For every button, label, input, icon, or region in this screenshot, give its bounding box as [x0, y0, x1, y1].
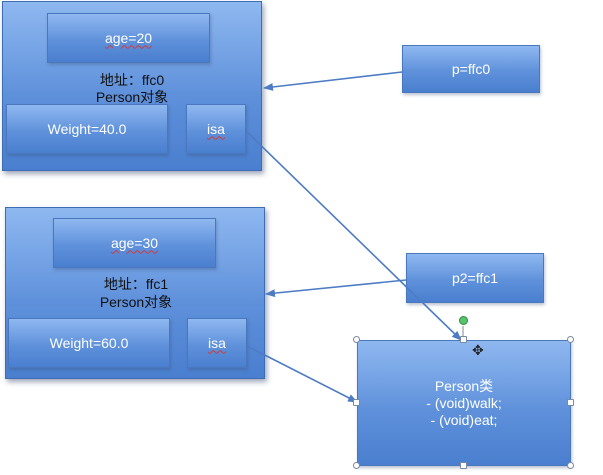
object-1-type-text: Person对象 [95, 89, 169, 105]
pointer-p2-box[interactable]: p2=ffc1 [406, 253, 544, 303]
arrow-isa-1-to-class[interactable] [245, 130, 462, 341]
resize-handle-top-right[interactable] [567, 336, 574, 343]
object-1-weight-box[interactable]: Weight=40.0 [6, 104, 168, 154]
object-1-age-box[interactable]: age=20 [47, 13, 210, 63]
object-2-age-box[interactable]: age=30 [53, 218, 216, 268]
rotation-handle[interactable] [459, 316, 468, 325]
object-2-type-text: Person对象 [99, 294, 173, 310]
resize-handle-top-left[interactable] [353, 336, 360, 343]
resize-handle-left[interactable] [353, 399, 360, 406]
object-2-age-text: age=30 [110, 234, 159, 251]
pointer-p-text: p=ffc0 [451, 60, 491, 77]
object-1-weight-text: Weight=40.0 [47, 120, 127, 137]
resize-handle-right[interactable] [567, 399, 574, 406]
resize-handle-bottom-right[interactable] [567, 462, 574, 469]
object-1-address-text: 地址：ffc0 [99, 72, 165, 88]
object-1-isa-text: isa [207, 120, 225, 137]
move-cursor-icon: ✥ [472, 342, 484, 358]
object-2-isa-text: isa [208, 334, 226, 351]
pointer-p-box[interactable]: p=ffc0 [402, 45, 540, 93]
method-walk-text: - (void)walk; [426, 394, 502, 411]
object-2-isa-box[interactable]: isa [187, 318, 247, 368]
object-2-weight-text: Weight=60.0 [49, 334, 129, 351]
class-name-text: Person类 [434, 377, 494, 394]
arrow-p-to-object-1[interactable] [263, 71, 403, 91]
person-class-box[interactable]: Person类 - (void)walk; - (void)eat; [357, 340, 571, 466]
object-2-address-text: 地址：ffc1 [103, 276, 169, 292]
resize-handle-bottom[interactable] [460, 462, 467, 469]
object-1-isa-box[interactable]: isa [186, 104, 246, 154]
pointer-p2-text: p2=ffc1 [451, 269, 499, 286]
arrow-p2-to-object-2[interactable] [265, 279, 407, 298]
object-2-weight-box[interactable]: Weight=60.0 [8, 318, 170, 368]
method-eat-text: - (void)eat; [430, 411, 498, 428]
resize-handle-bottom-left[interactable] [353, 462, 360, 469]
resize-handle-top[interactable] [460, 336, 467, 343]
object-1-age-text: age=20 [104, 29, 153, 46]
